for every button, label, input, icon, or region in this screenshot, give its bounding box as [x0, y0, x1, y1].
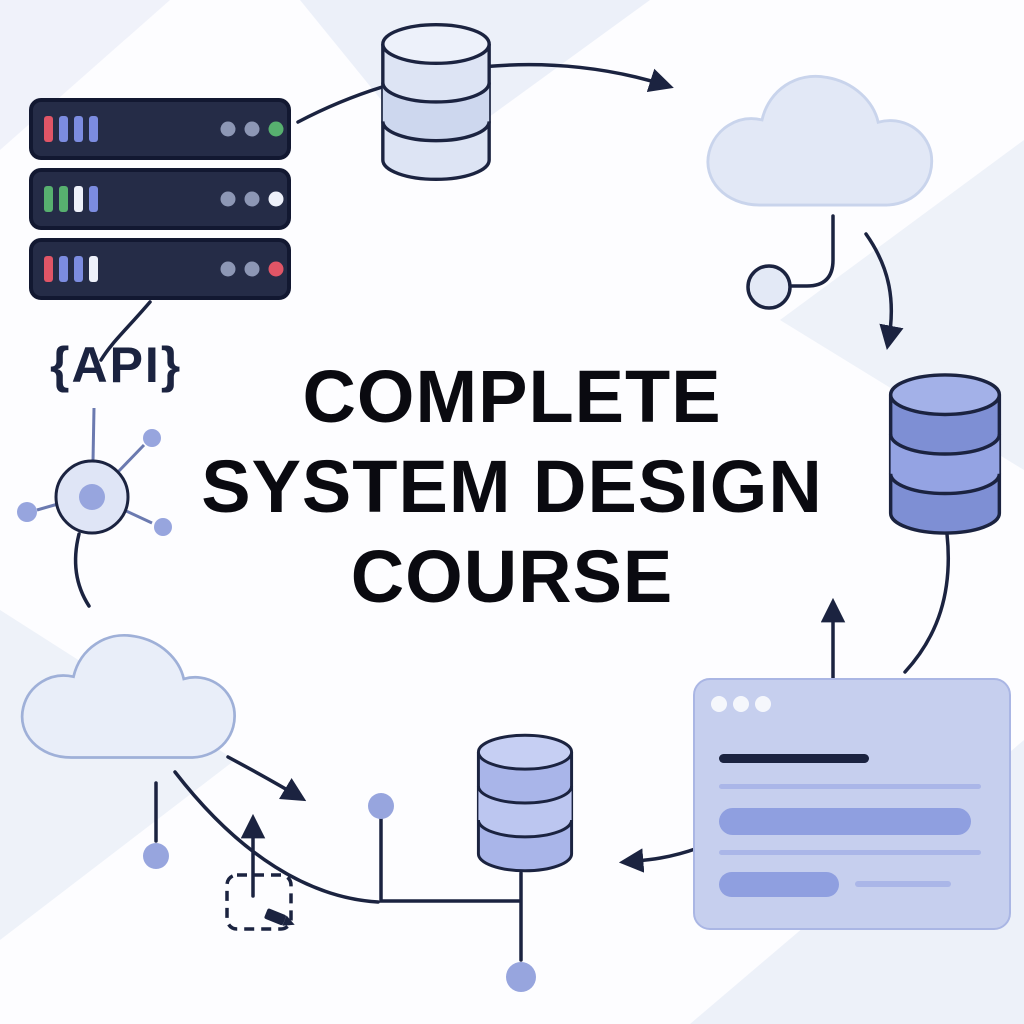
- line-server-to-api: [99, 300, 152, 362]
- database-cylinder-icon-top: [378, 16, 494, 188]
- cloud-icon-bottom-left: [8, 594, 270, 790]
- line-cloud-to-node: [790, 214, 835, 288]
- arrow-cloud-to-database: [864, 232, 904, 351]
- server-rack-icon: [28, 98, 292, 300]
- line-database-to-browser: [903, 532, 951, 674]
- title-line-2: SYSTEM DESIGN: [201, 445, 823, 528]
- line-cloud-sweep: [173, 770, 380, 904]
- database-cylinder-icon-right: [876, 370, 1014, 538]
- title-line-3: COURSE: [350, 535, 674, 618]
- browser-window-icon: [693, 678, 1011, 930]
- cloud-icon-top-right: [693, 36, 969, 236]
- edit-pencil-icon: [222, 870, 306, 940]
- database-cylinder-icon-bottom: [466, 731, 584, 875]
- small-circle-node: [746, 264, 792, 310]
- cloud-node: [143, 843, 169, 869]
- page-title: COMPLETE SYSTEM DESIGN COURSE: [0, 352, 1024, 622]
- bottom-node: [506, 962, 536, 992]
- mid-node: [368, 793, 394, 819]
- line-api-to-cloud: [73, 532, 91, 608]
- arrow-browser-to-database: [618, 846, 700, 873]
- arrow-cloud-short: [226, 755, 307, 802]
- line-node-elbow: [379, 816, 521, 903]
- title-line-1: COMPLETE: [302, 355, 722, 438]
- api-hub-icon: {API}: [10, 330, 230, 565]
- api-label: {API}: [50, 337, 183, 393]
